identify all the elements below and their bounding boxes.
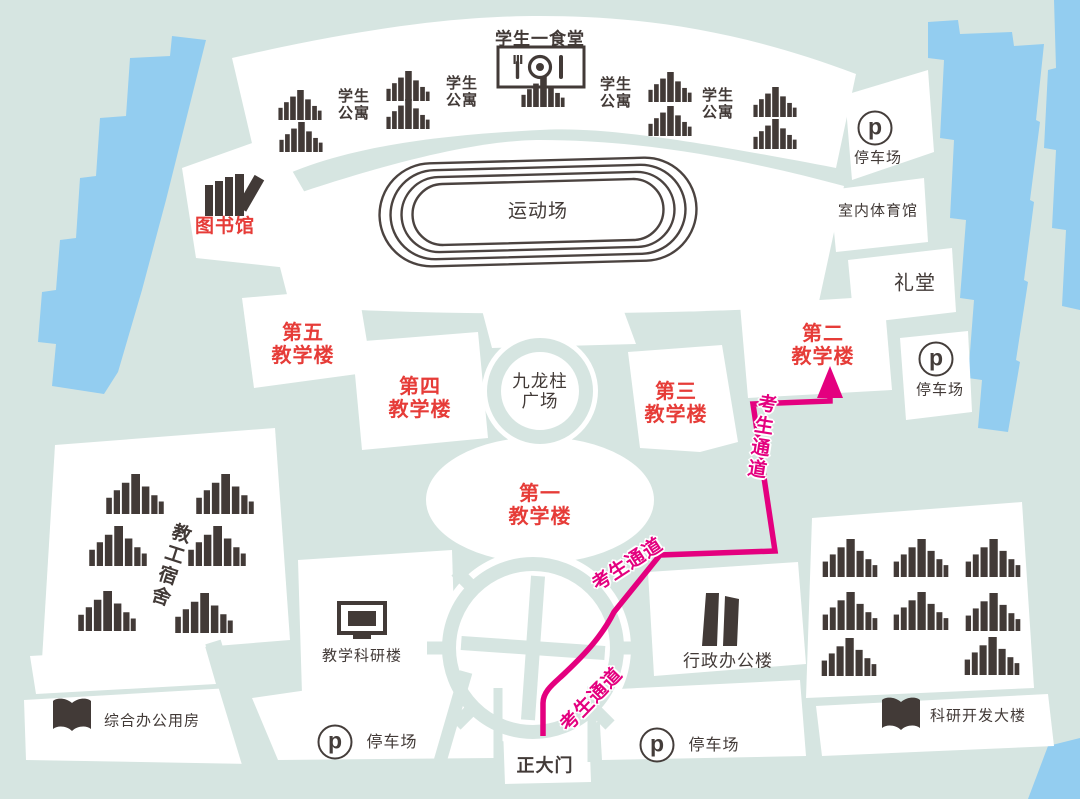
parcel-building1 xyxy=(426,437,654,563)
running-track xyxy=(378,156,698,268)
p-circle-icon: p xyxy=(918,341,954,377)
canteen-label: 学生一食堂 xyxy=(495,29,585,49)
main-gate-label: 正大门 xyxy=(516,755,574,776)
monitor-icon xyxy=(337,601,387,639)
parking-label: 停车场 xyxy=(688,736,740,754)
parcel-indoor-gym xyxy=(830,178,928,252)
parcel-rnd-strip xyxy=(816,694,1054,756)
building3-label: 第三 教学楼 xyxy=(644,381,708,426)
parking-label: 停车场 xyxy=(853,149,903,167)
water-strips xyxy=(38,0,1080,799)
general-office-label: 综合办公用房 xyxy=(103,712,201,730)
parcel-bottom-left-sliver xyxy=(30,646,216,694)
admin-label: 行政办公楼 xyxy=(683,651,773,671)
parcel-building4 xyxy=(352,332,488,450)
apartment-label: 学生 公寓 xyxy=(337,87,371,122)
parking-label: 停车场 xyxy=(915,381,965,399)
exam-route-path xyxy=(540,366,843,736)
apartment-label: 学生 公寓 xyxy=(445,74,479,109)
apartment-label: 学生 公寓 xyxy=(701,86,735,121)
indoor-gym-label: 室内体育馆 xyxy=(837,202,919,220)
parking-label: 停车场 xyxy=(366,733,418,751)
restaurant-icon xyxy=(513,54,563,80)
building2-label: 第二 教学楼 xyxy=(791,323,855,368)
parcel-bottom-center xyxy=(252,668,495,760)
building4-label: 第四 教学楼 xyxy=(388,376,452,421)
sports-field-label: 运动场 xyxy=(507,201,569,223)
parcel-building3 xyxy=(628,345,738,452)
building5-label: 第五 教学楼 xyxy=(271,322,335,367)
parcel-building2 xyxy=(740,296,892,398)
library-label: 图书馆 xyxy=(194,216,256,238)
open-book-icon xyxy=(882,697,920,730)
route-arrow-head xyxy=(817,366,843,398)
roundabout xyxy=(427,550,639,762)
teach-research-label: 教学科研楼 xyxy=(321,647,403,665)
p-circle-icon: p xyxy=(639,727,675,763)
water-bottom-right xyxy=(1028,738,1080,799)
p-circle-icon: p xyxy=(317,724,353,760)
parcel-building5 xyxy=(242,288,372,388)
roads xyxy=(205,639,473,798)
plaza-label: 九龙柱 广场 xyxy=(512,371,568,411)
water-right-edge xyxy=(1044,0,1080,310)
plaza-circle xyxy=(482,333,598,449)
twin-tower-icon xyxy=(702,593,739,646)
rnd-building-label: 科研开发大楼 xyxy=(929,707,1027,725)
open-book-icon xyxy=(53,698,91,731)
building1-label: 第一 教学楼 xyxy=(508,483,572,528)
water-right xyxy=(928,20,1044,432)
auditorium-label: 礼堂 xyxy=(894,272,936,295)
parcel-sports-field xyxy=(264,140,844,314)
books-icon xyxy=(205,174,265,216)
apartment-label: 学生 公寓 xyxy=(599,75,633,110)
p-circle-icon: p xyxy=(857,110,893,146)
water-left xyxy=(38,36,206,394)
